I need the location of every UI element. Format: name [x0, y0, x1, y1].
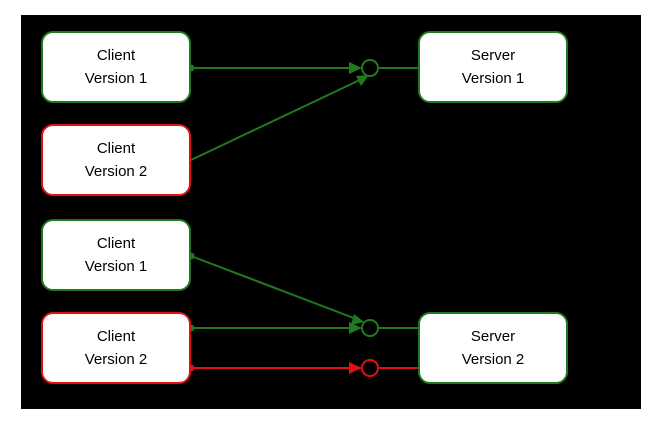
node-label-line1: Server: [470, 328, 516, 345]
arrowhead-client1-top-server1: [349, 62, 362, 74]
node-label-line1: Server: [470, 47, 516, 64]
arrowhead-client2-bottom-server2-incompatible: [349, 362, 362, 374]
server-version2-node[interactable]: Server Version 2: [418, 312, 568, 384]
client-version1-top-node[interactable]: Client Version 1: [41, 31, 191, 103]
server1-interface-socket: [361, 59, 379, 77]
server-version1-node[interactable]: Server Version 1: [418, 31, 568, 103]
arrowhead-client1-bottom-server2: [351, 314, 364, 325]
node-label-line2: Version 1: [84, 70, 148, 87]
arrowhead-client2-top-server1: [356, 75, 369, 86]
connector-client2-top-server1: [190, 77, 365, 161]
diagram-canvas: Client Version 1 Client Version 2 Server…: [21, 15, 641, 409]
client-version2-top-node[interactable]: Client Version 2: [41, 124, 191, 196]
client-version2-bottom-node[interactable]: Client Version 2: [41, 312, 191, 384]
node-label-line2: Version 1: [84, 258, 148, 275]
node-label-line2: Version 2: [84, 351, 148, 368]
connector-client1-bottom-server2: [190, 255, 360, 321]
server2-interface-socket-incompatible: [361, 359, 379, 377]
node-label-line2: Version 2: [84, 163, 148, 180]
node-label-line1: Client: [96, 328, 136, 345]
node-label-line1: Client: [96, 235, 136, 252]
arrowhead-client2-bottom-server2-compatible: [349, 322, 362, 334]
node-label-line2: Version 1: [461, 70, 525, 87]
server2-interface-socket-compatible: [361, 319, 379, 337]
node-label-line2: Version 2: [461, 351, 525, 368]
node-label-line1: Client: [96, 47, 136, 64]
node-label-line1: Client: [96, 140, 136, 157]
client-version1-bottom-node[interactable]: Client Version 1: [41, 219, 191, 291]
